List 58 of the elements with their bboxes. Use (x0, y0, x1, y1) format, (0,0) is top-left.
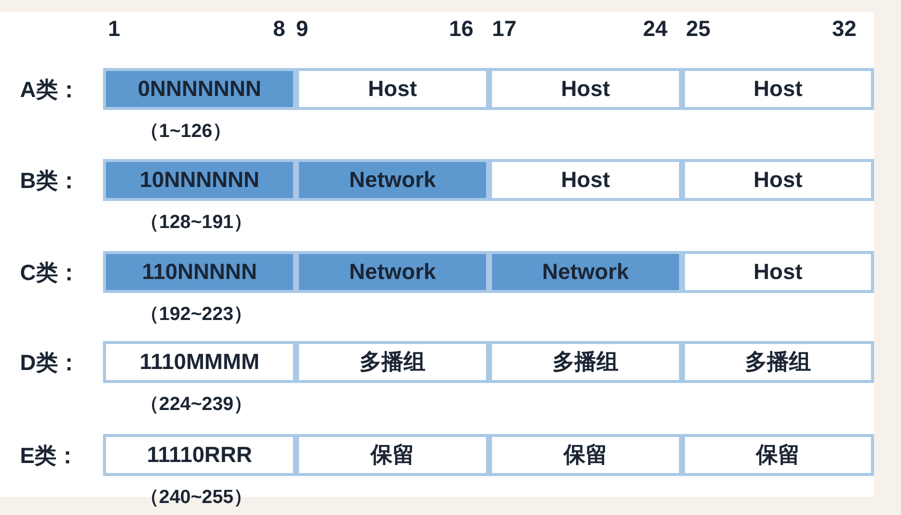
bit-number: 8 (273, 16, 286, 42)
table-cell (296, 68, 489, 110)
table-cell (682, 341, 874, 383)
bit-number: 24 (643, 16, 668, 42)
cell-text: Host (368, 76, 417, 102)
cell-text: 保留 (564, 441, 608, 469)
table-cell (296, 341, 489, 383)
cell-text: Host (754, 259, 802, 285)
cell-text: 多播组 (745, 348, 811, 376)
cell-text: 0NNNNNNN (138, 76, 262, 102)
range-note: （128~191） (140, 211, 252, 235)
row-label: C类： (20, 259, 80, 287)
cell-text: Host (561, 76, 610, 102)
table-cell (682, 159, 874, 201)
row-label: A类： (20, 76, 80, 104)
cell-text: 11110RRR (146, 442, 252, 468)
cell-text: 110NNNNN (142, 259, 257, 285)
table-cell (296, 434, 489, 476)
cell-text: Network (349, 167, 436, 193)
bit-number: 1 (108, 16, 120, 42)
cell-text: 多播组 (360, 348, 426, 376)
cell-text: Host (561, 167, 610, 193)
row-label: E类： (20, 442, 79, 470)
table-cell (682, 68, 874, 110)
table-cell (489, 341, 682, 383)
cell-text: 1110MMMM (140, 349, 260, 375)
range-note: （240~255） (140, 486, 252, 510)
cell-text: 10NNNNNN (140, 167, 260, 193)
table-cell (103, 251, 296, 293)
range-note: （192~223） (140, 303, 252, 327)
table-cell (489, 434, 682, 476)
table-cell (103, 341, 296, 383)
row-label: D类： (20, 349, 80, 377)
cell-text: 保留 (370, 441, 414, 469)
table-cell (103, 68, 296, 110)
bit-number: 17 (492, 16, 516, 42)
range-note: （1~126） (140, 120, 232, 144)
table-cell (489, 251, 682, 293)
bit-number: 32 (832, 16, 856, 42)
table-cell (682, 251, 874, 293)
cell-text: Host (754, 76, 802, 102)
bit-number: 25 (686, 16, 710, 42)
row-label: B类： (20, 167, 80, 195)
table-cell (103, 159, 296, 201)
range-note: （224~239） (140, 393, 252, 417)
table-cell (489, 159, 682, 201)
cell-text: Host (754, 167, 802, 193)
table-cell (489, 68, 682, 110)
table-cell (103, 434, 296, 476)
cell-text: 保留 (756, 441, 800, 469)
table-cell (296, 251, 489, 293)
table-cell (296, 159, 489, 201)
cell-text: Network (542, 259, 629, 285)
bit-number: 16 (449, 16, 474, 42)
table-cell (682, 434, 874, 476)
cell-text: Network (349, 259, 436, 285)
cell-text: 多播组 (552, 348, 618, 376)
bit-number: 9 (296, 16, 308, 42)
